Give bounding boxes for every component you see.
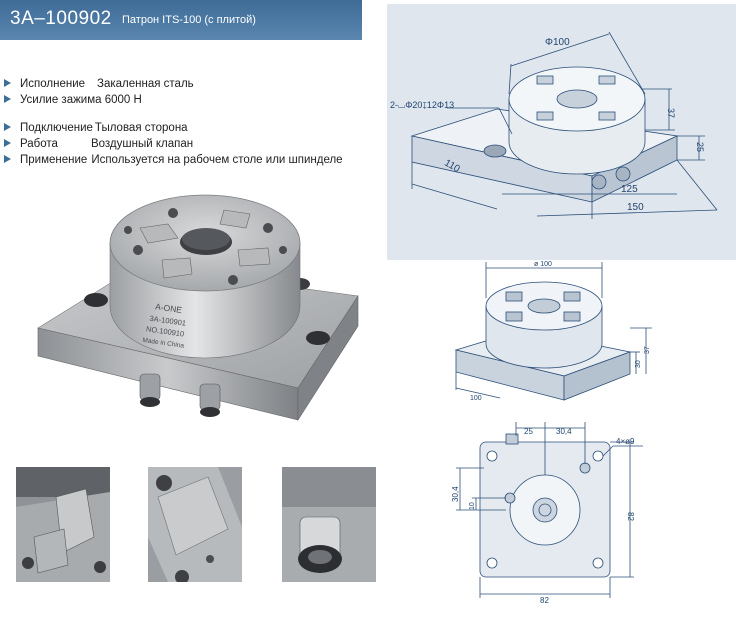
persp-dim-w: 100 [470,395,482,402]
spec-label: Исполнение [20,78,86,90]
spec-value: Закаленная сталь [97,78,194,90]
detail-photo-surface [148,467,242,582]
bullet-triangle-icon [4,139,11,147]
detail-photo-fitting [282,467,376,582]
bottom-dim-82: 82 [540,596,549,605]
bullet-triangle-icon [4,155,11,163]
spec-value: Используется на рабочем столе или шпинде… [91,154,343,166]
right-dim-82: 82 [626,512,635,521]
product-header: 3A–100902 Патрон ITS-100 (с плитой) [0,0,362,40]
photo-brand: A-ONE [155,301,183,315]
product-code: 3A–100902 [10,8,112,29]
product-photo: A-ONE 3A-100901 NO.100910 Made in China [37,194,359,422]
spec-value: Тыловая сторона [94,122,188,134]
spec-item: Работа Воздушный клапан [4,138,193,150]
top-dim-30-4: 30,4 [556,427,572,436]
side-dim-30-4: 30,4 [451,486,460,502]
perspective-drawing: ø 100 37 30 100 [454,261,652,402]
spec-label: Применение [20,154,88,166]
bullet-triangle-icon [4,123,11,131]
top-dim-holes: 4×ø9 [616,437,635,446]
bullet-triangle-icon [4,95,11,103]
dim-diameter: Φ100 [545,37,570,48]
spec-item: Усилие зажима 6000 Н [4,94,148,106]
spec-value: Воздушный клапан [90,138,194,150]
persp-dim-diameter: ø 100 [534,261,552,268]
top-dim-25: 25 [524,427,533,436]
top-view-drawing: 25 30,4 4×ø9 30,4 10 82 82 [451,422,643,605]
dim-plate: 25 [695,142,705,152]
isometric-drawing-panel: Φ100 2-⌴Φ20↧12Φ13 37 25 110 125 150 [387,4,736,260]
persp-dim-h2: 30 [635,360,642,368]
dim-hole: 2-⌴Φ20↧12Φ13 [390,100,454,110]
air-fittings [139,373,221,417]
chuck-body [109,194,301,359]
spec-label: Подключение [20,122,93,134]
isometric-drawing: Φ100 2-⌴Φ20↧12Φ13 37 25 110 125 150 [390,31,718,219]
product-title: Патрон ITS-100 (с плитой) [122,14,256,26]
side-dim-10: 10 [469,502,476,510]
dim-width: 150 [627,202,644,213]
persp-dim-h1: 37 [644,346,651,354]
spec-label: Работа [20,138,58,150]
bullet-triangle-icon [4,79,11,87]
spec-label: Усилие зажима 6000 Н [20,94,142,106]
detail-photo-jaw [16,467,110,582]
dim-height: 37 [666,108,676,118]
dim-inner-width: 125 [621,184,638,195]
spec-item: Исполнение Закаленная сталь [4,78,194,90]
